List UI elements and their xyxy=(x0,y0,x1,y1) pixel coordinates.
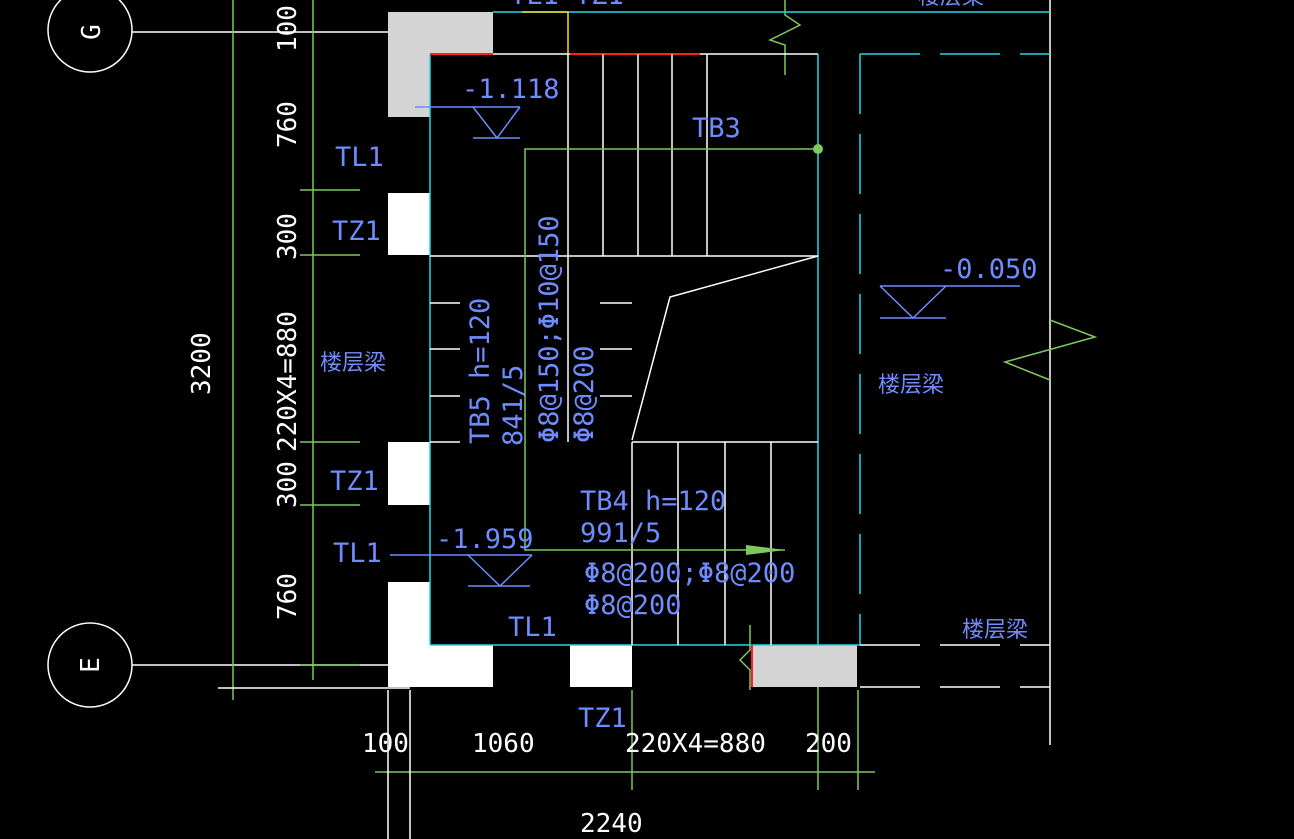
dim-bottom-3: 200 xyxy=(805,729,852,759)
dim-bottom-1: 1060 xyxy=(472,729,535,759)
slab-outline xyxy=(524,144,823,555)
tb5-title: TB5 h=120 xyxy=(465,298,496,444)
dim-left-3: 220X4=880 xyxy=(273,311,303,452)
dim-bottom-total: 2240 xyxy=(580,809,643,839)
label-floor-beam-b: 楼层梁 xyxy=(878,373,944,398)
label-floor-beam-c: 楼层梁 xyxy=(962,618,1028,643)
label-tz1-b: TZ1 xyxy=(330,466,379,497)
tb4-rebar-2: Φ8@200 xyxy=(584,590,682,621)
svg-text:-1.118: -1.118 xyxy=(462,74,560,105)
label-tz1-a: TZ1 xyxy=(332,216,381,247)
label-tz1-c: TZ1 xyxy=(578,703,627,734)
label-tl1-a: TL1 xyxy=(335,142,384,173)
dim-left-1: 760 xyxy=(273,101,303,148)
dim-left-0: 100 xyxy=(273,5,303,52)
label-tl1-b: TL1 xyxy=(333,538,382,569)
tb5-rebar-1: Φ8@150;Φ10@150 xyxy=(534,215,565,443)
svg-text:G: G xyxy=(77,24,107,40)
label-floor-beam-a: 楼层梁 xyxy=(320,351,386,376)
tb5-steps: 841/5 xyxy=(498,365,529,446)
label-floor-beam-top: 楼层梁 xyxy=(918,0,984,10)
tb4-title: TB4 h=120 xyxy=(580,486,726,517)
tb5-rebar-2: Φ8@200 xyxy=(569,345,600,443)
svg-text:E: E xyxy=(76,657,106,673)
elevation-marker-3: -1.959 xyxy=(390,524,534,588)
dim-bottom-0: 100 xyxy=(362,729,409,759)
svg-text:-0.050: -0.050 xyxy=(940,254,1038,285)
arrow-icon xyxy=(746,545,785,555)
dim-bottom-2: 220X4=880 xyxy=(625,729,766,759)
tb4-steps: 991/5 xyxy=(580,518,661,549)
dim-left-5: 760 xyxy=(273,573,303,620)
walls xyxy=(388,11,1050,688)
label-tl1-c: TL1 xyxy=(508,612,557,643)
svg-text:-1.959: -1.959 xyxy=(436,524,534,555)
axis-bubble-g: G xyxy=(47,0,388,73)
stair-treads xyxy=(430,54,819,645)
grip-point xyxy=(813,144,823,154)
label-tb3: TB3 xyxy=(692,113,741,144)
dim-left-4: 300 xyxy=(273,461,303,508)
tb4-rebar-1: Φ8@200;Φ8@200 xyxy=(584,558,795,589)
dim-left-total: 3200 xyxy=(187,332,217,395)
dim-left-2: 300 xyxy=(273,213,303,260)
dimension-lines xyxy=(218,0,1098,839)
elevation-marker-1: -1.118 xyxy=(415,74,560,140)
label-top-cut: TL1 TZ1 xyxy=(510,0,624,11)
elevation-marker-2: -0.050 xyxy=(879,254,1038,320)
